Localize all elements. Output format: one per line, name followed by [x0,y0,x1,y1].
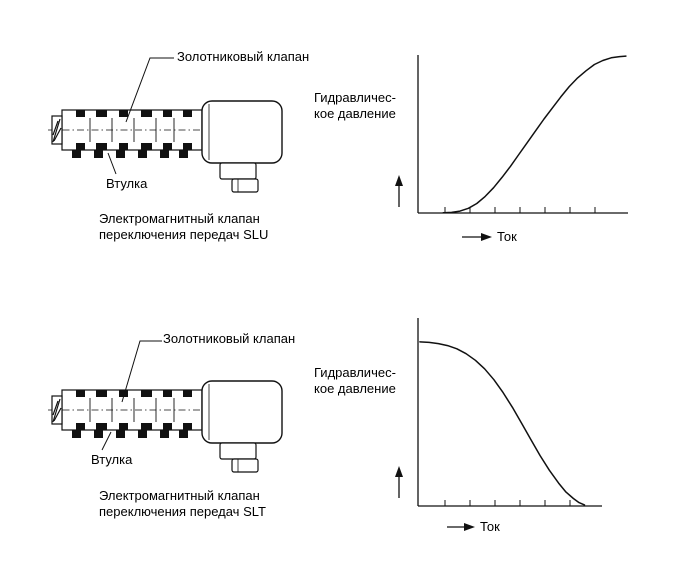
slu-curve [442,55,627,214]
slt-xlabel: Ток [480,519,500,534]
slt-spool-valve-label: Золотниковый клапан [163,331,296,346]
slu-spool-valve-label: Золотниковый клапан [177,49,310,64]
slu-valve-drawing [47,57,283,193]
slt-up-arrow-icon [395,466,403,498]
slt-x-ticks [444,500,571,506]
slt-sleeve-label: Втулка [91,452,133,467]
slt-sleeve-leader-line [101,431,112,451]
slu-sleeve-leader-line [107,152,117,175]
slu-spool-leader-line [125,57,174,123]
slu-xlabel: Ток [497,229,517,244]
slu-sleeve-label: Втулка [106,176,148,191]
slu-graph [395,55,628,241]
slu-ylabel: Гидравличес- кое давление [314,90,396,121]
slt-spool-leader-line [121,340,162,403]
slt-caption: Электромагнитный клапан переключения пер… [99,488,266,519]
slt-right-arrow-icon [447,523,475,531]
slu-up-arrow-icon [395,175,403,207]
slu-caption: Электромагнитный клапан переключения пер… [99,211,269,242]
slt-ylabel: Гидравличес- кое давление [314,365,396,396]
slu-right-arrow-icon [462,233,492,241]
slt-valve-drawing [47,340,283,473]
slt-curve [419,341,586,506]
slt-graph [395,318,602,531]
